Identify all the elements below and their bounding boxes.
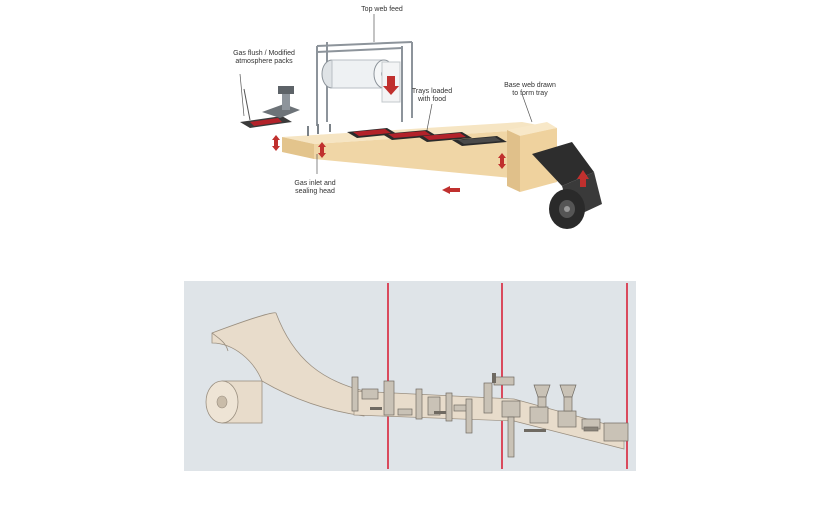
double-arrow-icon: [318, 142, 326, 158]
label-trays-loaded: Trays loaded with food: [411, 88, 453, 103]
tray-1: [347, 128, 397, 138]
thermoforming-machine-illustration: [239, 14, 602, 229]
double-arrow-icon: [498, 153, 506, 169]
vertical-arrows: [272, 135, 506, 169]
tray-4: [452, 136, 507, 146]
bottom-diagram: [184, 281, 636, 471]
sealing-head: [240, 86, 300, 128]
top-diagram: Top web feed Gas flush / Modified atmosp…: [222, 4, 614, 244]
support-posts: [307, 124, 331, 136]
dark-components: [370, 373, 546, 432]
base-web-roll: [532, 142, 602, 229]
filling-station: [483, 376, 577, 458]
label-base-web-drawn: Base web drawn to form tray: [504, 82, 556, 97]
forming-station: [351, 376, 473, 434]
double-arrow-icon: [272, 135, 280, 151]
sealing-station: [581, 418, 629, 442]
web-sheet-fold: [211, 332, 229, 352]
leader-lines: [239, 14, 533, 174]
up-arrow-icon: [577, 170, 589, 187]
tray-2: [382, 130, 437, 140]
tray-3: [417, 132, 472, 142]
label-gas-inlet-sealing: Gas inlet and sealing head: [294, 180, 336, 195]
down-arrow-icon: [383, 76, 399, 95]
left-arrow-icon: [442, 186, 460, 194]
label-gas-flush-packs: Gas flush / Modified atmosphere packs: [233, 50, 295, 65]
packaging-line-illustration: [205, 283, 629, 469]
stage-dividers: [387, 283, 628, 469]
label-top-web-feed: Top web feed: [361, 6, 403, 13]
supply-roll: [205, 380, 263, 424]
